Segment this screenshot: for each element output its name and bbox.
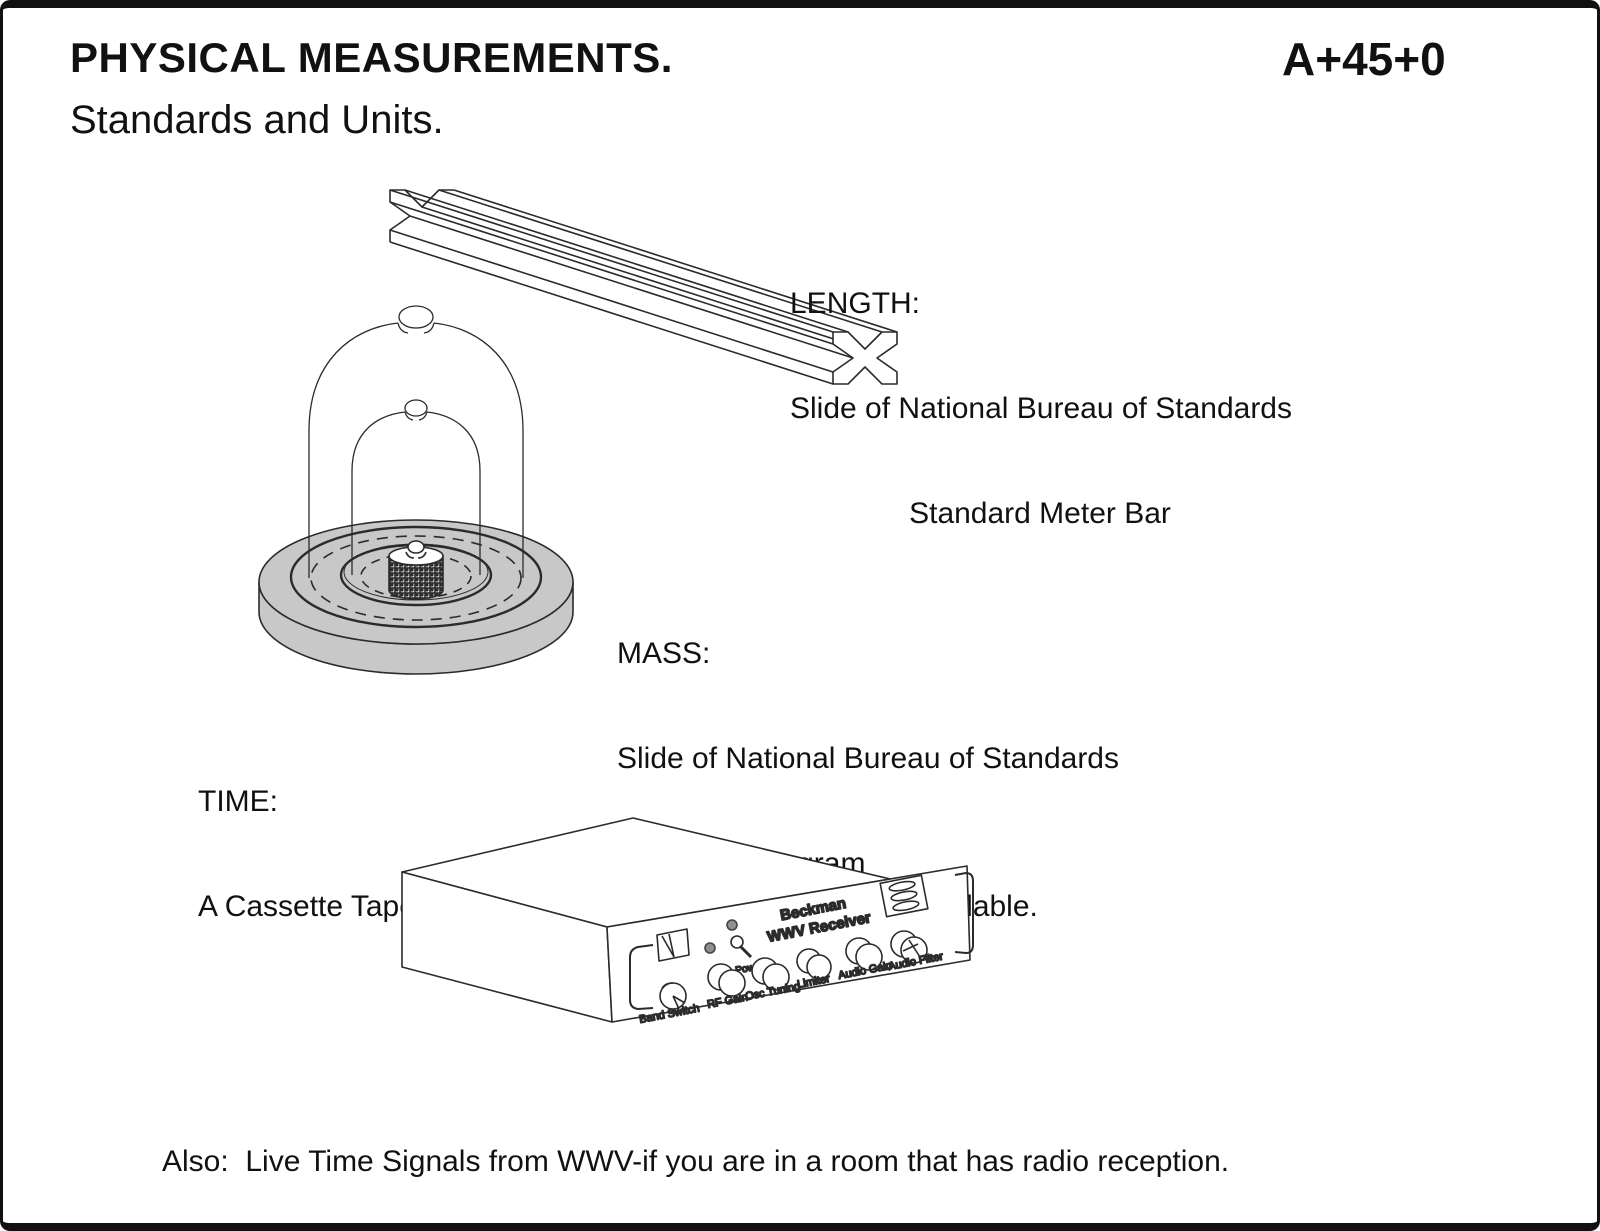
meter-bar-illustration xyxy=(389,189,898,385)
meter-bar-x-cross-section xyxy=(832,331,898,385)
time-heading: TIME: xyxy=(198,785,278,818)
meter-bar-long-edges xyxy=(389,189,898,385)
length-heading: LENGTH: xyxy=(790,287,921,320)
led-indicator xyxy=(704,942,716,954)
band-switch-knob xyxy=(659,982,687,1010)
power-toggle-switch xyxy=(730,935,753,959)
receiver-illustration: Power Beckman WWV Receiver Ban xyxy=(401,817,974,1027)
length-line2: Standard Meter Bar xyxy=(909,497,1171,530)
page-subtitle: Standards and Units. xyxy=(70,98,444,142)
page-code: A+45+0 xyxy=(1282,33,1446,85)
mass-heading: MASS: xyxy=(617,637,711,670)
bell-jar-illustration xyxy=(258,305,574,675)
length-section: LENGTH: Slide of National Bureau of Stan… xyxy=(790,216,1292,601)
led-indicator xyxy=(726,919,738,931)
left-rack-handle xyxy=(629,944,654,1010)
limiter-knob xyxy=(796,948,832,980)
rf-gain-knob xyxy=(707,963,746,997)
page-title: PHYSICAL MEASUREMENTS. xyxy=(70,34,673,81)
receiver-front-panel xyxy=(606,865,971,1023)
mass-line1: Slide of National Bureau of Standards xyxy=(617,742,1119,775)
outer-bell-jar xyxy=(308,305,524,578)
right-rack-handle xyxy=(954,872,974,954)
speaker-grille xyxy=(879,874,929,918)
osc-tuning-knob xyxy=(751,957,790,991)
length-line1: Slide of National Bureau of Standards xyxy=(790,392,1292,425)
audio-filter-knob xyxy=(890,930,928,964)
inner-bell-jar xyxy=(351,399,481,575)
also-line1: Also: Live Time Signals from WWV-if you … xyxy=(162,1145,1230,1178)
standard-kilogram-cylinder xyxy=(388,540,444,600)
audio-gain-knob xyxy=(845,937,883,971)
also-section: Also: Live Time Signals from WWV-if you … xyxy=(162,1074,1492,1231)
panel-meter xyxy=(656,928,690,962)
meter-bar-far-end xyxy=(389,189,454,242)
